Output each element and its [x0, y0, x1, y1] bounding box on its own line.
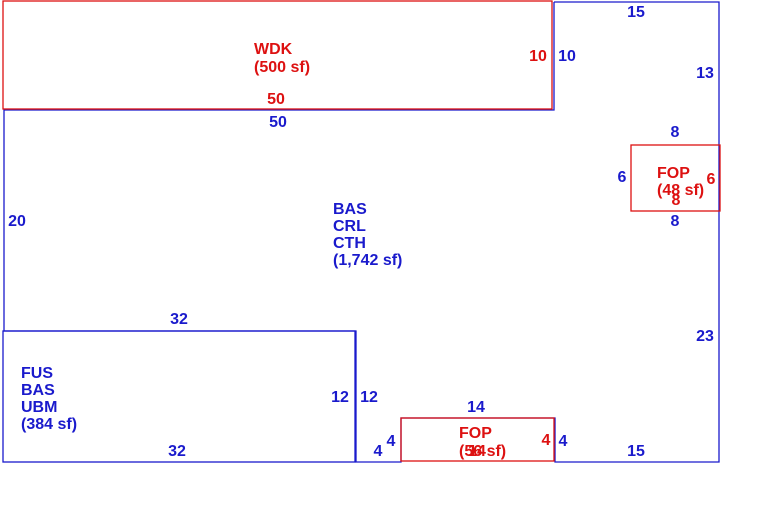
- dim-fop-bottom-side: 4: [542, 432, 551, 449]
- dim-main-notch-left: 4: [387, 433, 396, 450]
- wdk-area-size: (500 sf): [254, 59, 310, 76]
- fop-right-area-size: (48 sf): [657, 182, 704, 199]
- dim-fus-side: 12: [331, 389, 349, 406]
- dim-main-notch-top: 14: [467, 399, 485, 416]
- dim-fop-right-side: 6: [707, 171, 716, 188]
- dim-main-left-of-fop: 6: [618, 169, 627, 186]
- dim-wdk-bottom: 50: [267, 91, 285, 108]
- main-code-2: CRL: [333, 218, 366, 235]
- dim-main-left-side: 20: [8, 213, 26, 230]
- fus-code-3: UBM: [21, 399, 57, 416]
- main-code-1: BAS: [333, 201, 367, 218]
- dim-fop-bottom-top: 14: [468, 443, 486, 460]
- dim-wdk-side: 10: [529, 48, 547, 65]
- fop-right-outline: [630, 144, 721, 212]
- dim-main-wdk-side: 10: [558, 48, 576, 65]
- fop-bottom-code: FOP: [459, 425, 492, 442]
- dim-main-top-under-wdk: 50: [269, 114, 287, 131]
- dim-main-fus-side: 12: [360, 389, 378, 406]
- fop-bottom-outline: [400, 417, 555, 462]
- main-area-size: (1,742 sf): [333, 252, 402, 269]
- fop-bottom-area-size: (56 sf): [459, 443, 506, 460]
- fop-right-code: FOP: [657, 165, 690, 182]
- fus-code-1: FUS: [21, 365, 53, 382]
- dim-main-right-upper: 13: [696, 65, 714, 82]
- dim-main-above-fop: 8: [671, 124, 680, 141]
- dim-main-below-fop: 8: [671, 213, 680, 230]
- dim-fop-right-top: 8: [672, 192, 681, 209]
- dim-main-bottom-right: 15: [627, 443, 645, 460]
- fus-code-2: BAS: [21, 382, 55, 399]
- main-area-label: BAS CRL CTH (1,742 sf): [333, 201, 402, 269]
- main-building-outline: [3, 1, 720, 463]
- dim-main-notch-low: 4: [374, 443, 383, 460]
- main-code-3: CTH: [333, 235, 366, 252]
- fus-section-outline: [2, 330, 356, 463]
- fop-bottom-label: FOP (56 sf): [459, 425, 506, 460]
- wdk-label: WDK (500 sf): [254, 41, 310, 76]
- dim-main-notch-right: 4: [559, 433, 568, 450]
- fus-area-size: (384 sf): [21, 416, 77, 433]
- dim-fus-bottom: 32: [168, 443, 186, 460]
- fop-right-label: FOP (48 sf): [657, 165, 704, 199]
- wdk-outline: [2, 0, 553, 110]
- dim-fus-top: 32: [170, 311, 188, 328]
- dim-main-right-lower: 23: [696, 328, 714, 345]
- fus-area-label: FUS BAS UBM (384 sf): [21, 365, 77, 433]
- wdk-code: WDK: [254, 41, 293, 58]
- dim-main-top-right: 15: [627, 4, 645, 21]
